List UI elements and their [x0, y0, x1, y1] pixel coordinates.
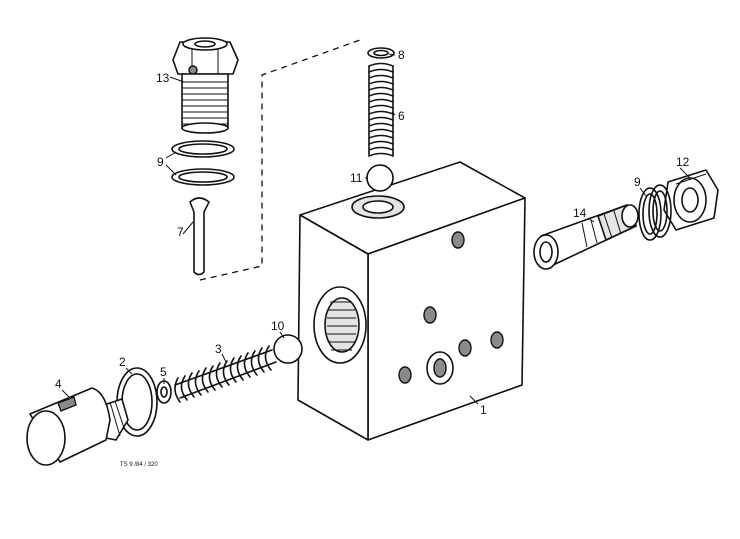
- drawing-code: TS 9 /84 / 320: [120, 462, 158, 468]
- part-labels: 13 9 7 8 6 11 12 9 14 10 3 2 5 4 1 TS 9 …: [55, 48, 690, 468]
- part-13-hollow-bolt: [172, 37, 239, 134]
- label-part-2: 2: [119, 355, 126, 369]
- label-part-4: 4: [55, 377, 62, 391]
- part-12-plug: [663, 169, 719, 231]
- valve-body: [297, 161, 526, 441]
- label-part-8: 8: [398, 48, 405, 62]
- label-part-14: 14: [573, 206, 587, 220]
- label-part-9-top: 9: [157, 155, 164, 169]
- label-part-11: 11: [350, 171, 363, 185]
- label-part-1: 1: [480, 403, 487, 417]
- label-part-12: 12: [676, 155, 690, 169]
- part-8-ring: [367, 47, 395, 59]
- part-10-ball: [273, 334, 303, 364]
- part-6-spring: [368, 62, 394, 157]
- leader-lines: [61, 53, 691, 405]
- part-7-pin: [189, 197, 210, 276]
- part-9-seal-rings-top: [171, 140, 235, 186]
- label-part-9-right: 9: [634, 175, 641, 189]
- part-9-seal-rings-right: [638, 184, 672, 241]
- part-14-sleeve: [533, 204, 639, 270]
- label-part-6: 6: [398, 109, 405, 123]
- label-part-10: 10: [271, 319, 285, 333]
- assembly-dashed-line: [199, 39, 361, 281]
- label-part-7: 7: [177, 225, 184, 239]
- label-part-3: 3: [215, 342, 222, 356]
- label-part-5: 5: [160, 365, 167, 379]
- part-5-washer: [156, 380, 172, 404]
- label-part-13: 13: [156, 71, 170, 85]
- part-3-spring: [174, 345, 277, 403]
- part-11-ball: [366, 164, 394, 192]
- part-4-cap: [26, 387, 129, 466]
